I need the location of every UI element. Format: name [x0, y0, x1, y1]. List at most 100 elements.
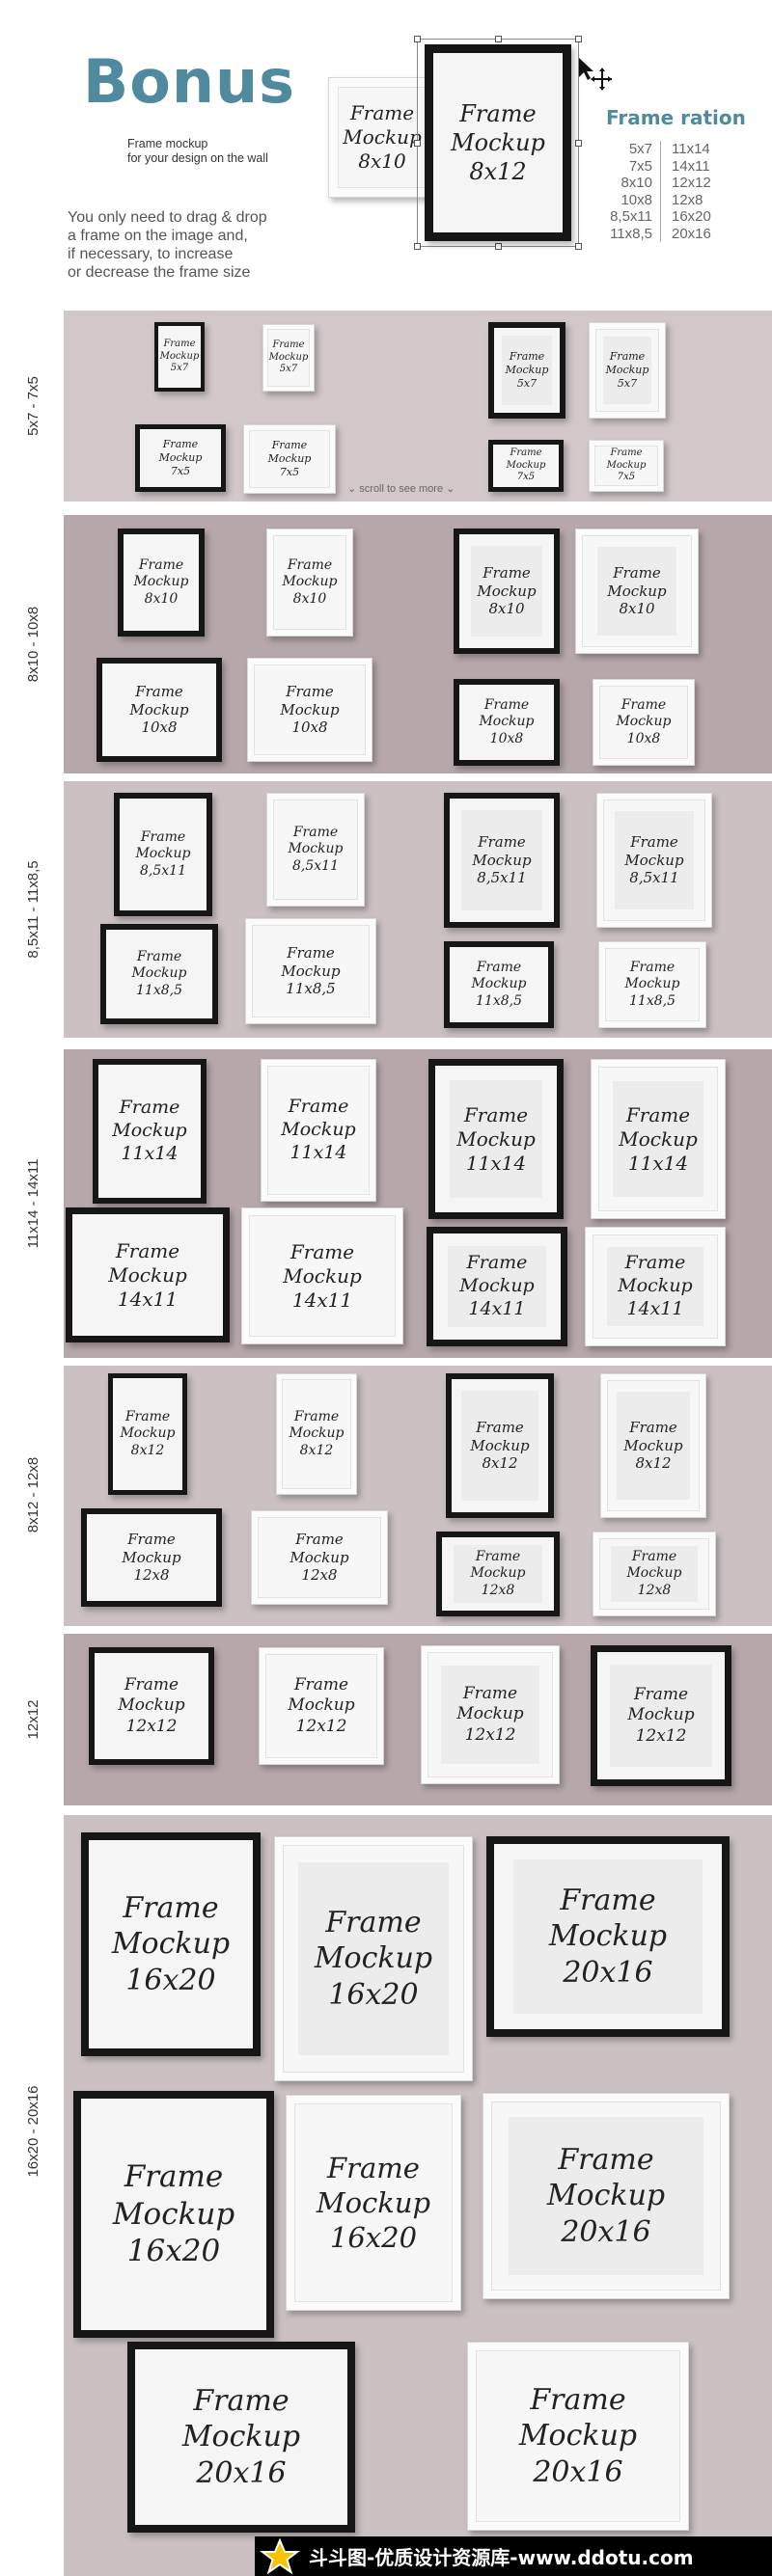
resize-handle[interactable]: [414, 243, 421, 250]
section-label: 8,5x11 - 11x8,5: [25, 860, 41, 959]
section-label: 8x12 - 12x8: [25, 1456, 41, 1533]
resize-handle[interactable]: [495, 36, 502, 42]
selection-box[interactable]: [414, 36, 582, 250]
chevron-down-icon: ⌄: [347, 483, 357, 495]
demo-frame-8x12[interactable]: Frame Mockup 8x12: [425, 44, 571, 241]
bonus-title: Bonus: [83, 46, 296, 117]
demo-frame-8x10[interactable]: Frame Mockup 8x10: [328, 77, 436, 198]
header-subtitle: Frame mockup for your design on the wall: [127, 137, 268, 166]
resize-handle[interactable]: [414, 140, 421, 147]
resize-handle[interactable]: [575, 36, 582, 42]
frame-ratio-title: Frame ration: [606, 106, 746, 129]
ratio-divider: [660, 141, 661, 242]
resize-handle[interactable]: [575, 140, 582, 147]
scroll-hint[interactable]: ⌄ scroll to see more ⌄: [347, 483, 455, 495]
resize-handle[interactable]: [414, 36, 421, 42]
resize-handle[interactable]: [575, 243, 582, 250]
section-label: 12x12: [25, 1699, 41, 1740]
frame-label: Frame Mockup 8x10: [343, 101, 422, 173]
resize-handle[interactable]: [495, 243, 502, 250]
instruction-line: You only need to drag & drop: [68, 209, 267, 226]
ratio-item: 20x16: [672, 225, 711, 242]
watermark-banner[interactable]: 斗斗图-优质设计资源库-www.ddotu.com: [255, 2536, 772, 2576]
star-icon: [260, 2537, 300, 2574]
ratio-item: 16x20: [672, 208, 711, 225]
